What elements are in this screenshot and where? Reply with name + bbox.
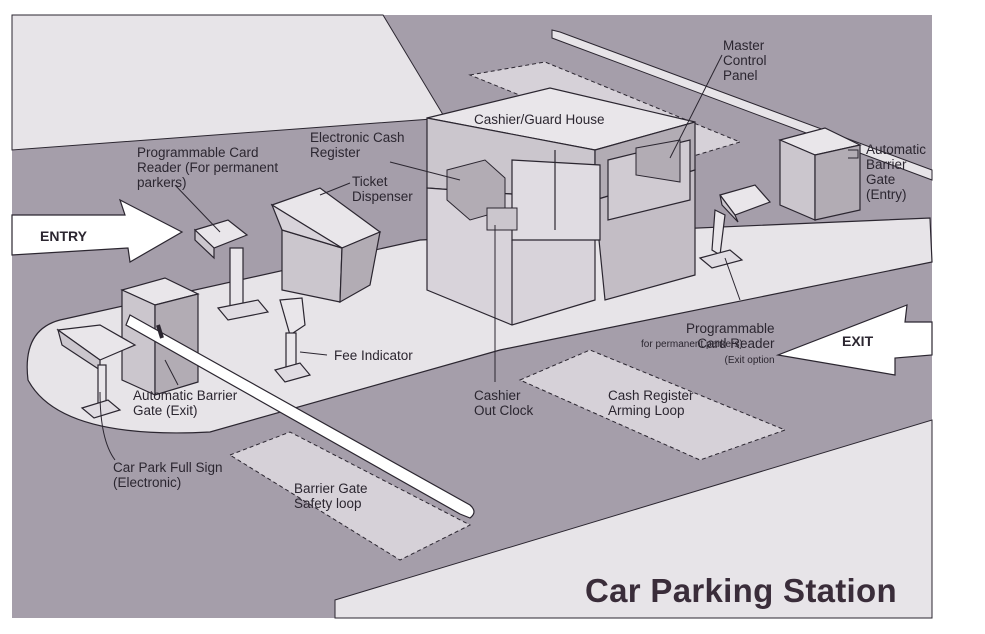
label-car-park-full-sign: Car Park Full Sign (Electronic) [113,460,223,490]
diagram-title: Car Parking Station [585,572,897,609]
traffic-island [26,217,933,434]
fee-indicator-device [273,297,312,383]
label-cash-register-arming-loop: Cash Register Arming Loop [608,388,694,418]
label-ticket-dispenser: Ticket Dispenser [352,174,413,204]
label-prog-card-reader-entry: Programmable Card Reader (For permanent … [137,145,279,190]
entry-arrow-label: ENTRY [40,228,87,244]
exit-arrow-label: EXIT [842,333,874,349]
label-prog-card-reader-exit-main: Programmable Card Reader [686,321,775,351]
label-auto-barrier-exit: Automatic Barrier Gate (Exit) [133,388,238,418]
label-barrier-gate-safety-loop: Barrier Gate Safety loop [294,481,368,511]
cashier-out-clock [486,207,518,231]
label-auto-barrier-entry: Automatic Barrier Gate (Entry) [866,142,927,202]
label-prog-card-reader-exit-sub1: (Exit option [724,355,775,366]
master-control-panel [635,139,681,183]
barrier-arm [125,314,475,519]
label-prog-card-reader-exit-sub2: for permanent parkers) [641,339,743,350]
label-master-control-panel: Master Control Panel [723,38,767,83]
label-fee-indicator: Fee Indicator [334,348,413,363]
card-reader-entry-device [193,219,270,321]
leader-lines [99,54,859,461]
cash-register-arming-loop-area [518,349,787,461]
bottom-curb [334,419,933,619]
barrier-arm-stripe [156,324,164,339]
barrier-gate-safety-loop-area [228,431,472,561]
automatic-barrier-gate-entry [778,127,862,221]
label-prog-card-reader-exit: Programmable Card Reader (Exit option [686,306,775,368]
label-cashier-guard-house: Cashier/Guard House [474,112,605,127]
card-reader-exit-device [698,184,772,269]
exit-arrow [775,304,933,376]
ticket-dispenser [270,187,382,304]
label-electronic-cash-register: Electronic Cash Register [310,130,405,160]
entry-arrow [11,198,184,263]
label-cashier-out-clock: Cashier Out Clock [474,388,534,418]
